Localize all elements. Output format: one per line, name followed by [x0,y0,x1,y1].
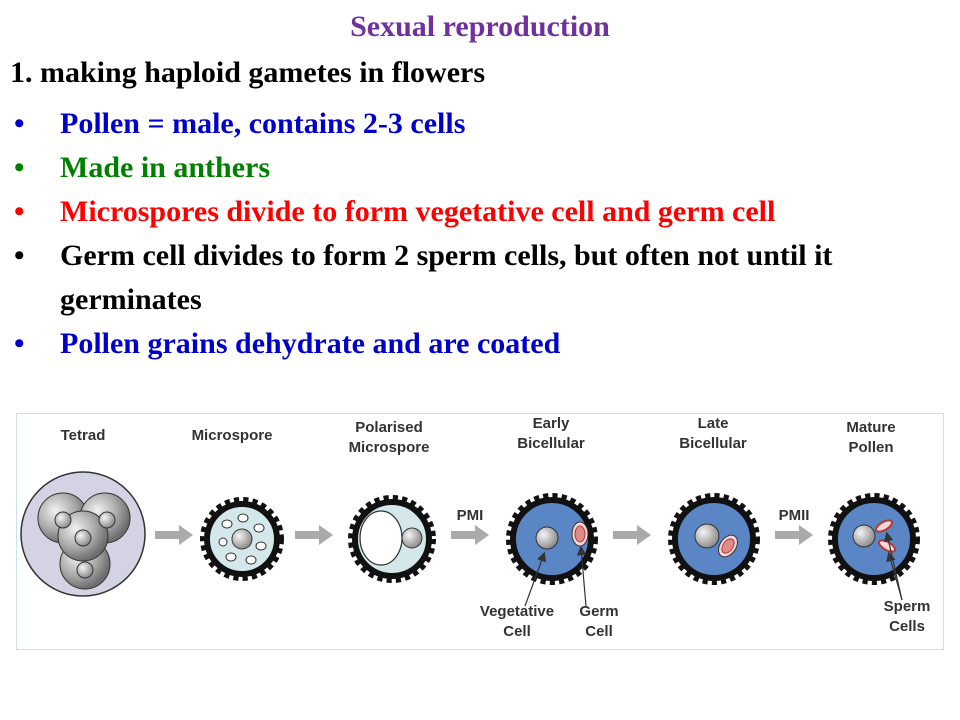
label-vegetative-2: Cell [503,623,531,640]
label-sperm-1: Sperm [884,598,931,615]
diagram-canvas: Tetrad Microspore Polarised Microspore E… [20,415,931,640]
label-germ-1: Germ [579,603,618,620]
late-bicellular-cell [668,493,760,585]
early-bicellular-cell [506,493,598,585]
arrow-icon [155,525,193,545]
pollen-development-diagram: Tetrad Microspore Polarised Microspore E… [16,413,944,650]
bullet-text: Germ cell divides to form 2 sperm cells,… [60,239,833,316]
arrow-icon [613,525,651,545]
label-germ-2: Cell [585,623,613,640]
section-heading: 1. making haploid gametes in flowers [10,56,486,89]
stage-label-early-2: Bicellular [517,435,585,452]
stage-label-polarised-1: Polarised [355,419,423,436]
bullet-dot: • [14,239,25,272]
bullet-text: Microspores divide to form vegetative ce… [60,195,776,228]
bullet-text: Pollen grains dehydrate and are coated [60,327,561,360]
arrow-icon [295,525,333,545]
stage-label-early-1: Early [533,415,570,432]
mature-pollen-cell [828,493,920,585]
stage-label-microspore: Microspore [192,427,273,444]
bullet-list: • Pollen = male, contains 2-3 cells • Ma… [10,102,960,366]
stage-label-mature-2: Pollen [848,439,893,456]
microspore-cell [200,497,284,581]
annotation-pointers [524,531,903,607]
transition-pmi: PMI [457,507,484,524]
label-vegetative-1: Vegetative [480,603,554,620]
arrow-icon [451,525,489,545]
polarised-microspore-cell [348,495,436,583]
stage-label-mature-1: Mature [846,419,895,436]
bullet-item: • Pollen = male, contains 2-3 cells [10,102,960,146]
bullet-item: • Germ cell divides to form 2 sperm cell… [10,234,960,322]
bullet-item: • Microspores divide to form vegetative … [10,190,960,234]
bullet-dot: • [14,151,25,184]
stage-label-late-2: Bicellular [679,435,747,452]
stage-label-late-1: Late [698,415,729,432]
bullet-dot: • [14,327,25,360]
bullet-dot: • [14,107,25,140]
bullet-item: • Made in anthers [10,146,960,190]
transition-pmii: PMII [779,507,810,524]
stage-label-polarised-2: Microspore [349,439,430,456]
bullet-text: Pollen = male, contains 2-3 cells [60,107,466,140]
slide-title: Sexual reproduction [350,10,610,43]
bullet-dot: • [14,195,25,228]
stage-arrows [155,525,813,545]
bullet-text: Made in anthers [60,151,270,184]
label-sperm-2: Cells [889,618,925,635]
bullet-item: • Pollen grains dehydrate and are coated [10,322,960,366]
tetrad-cell [20,471,146,597]
stage-label-tetrad: Tetrad [61,427,106,444]
arrow-icon [775,525,813,545]
